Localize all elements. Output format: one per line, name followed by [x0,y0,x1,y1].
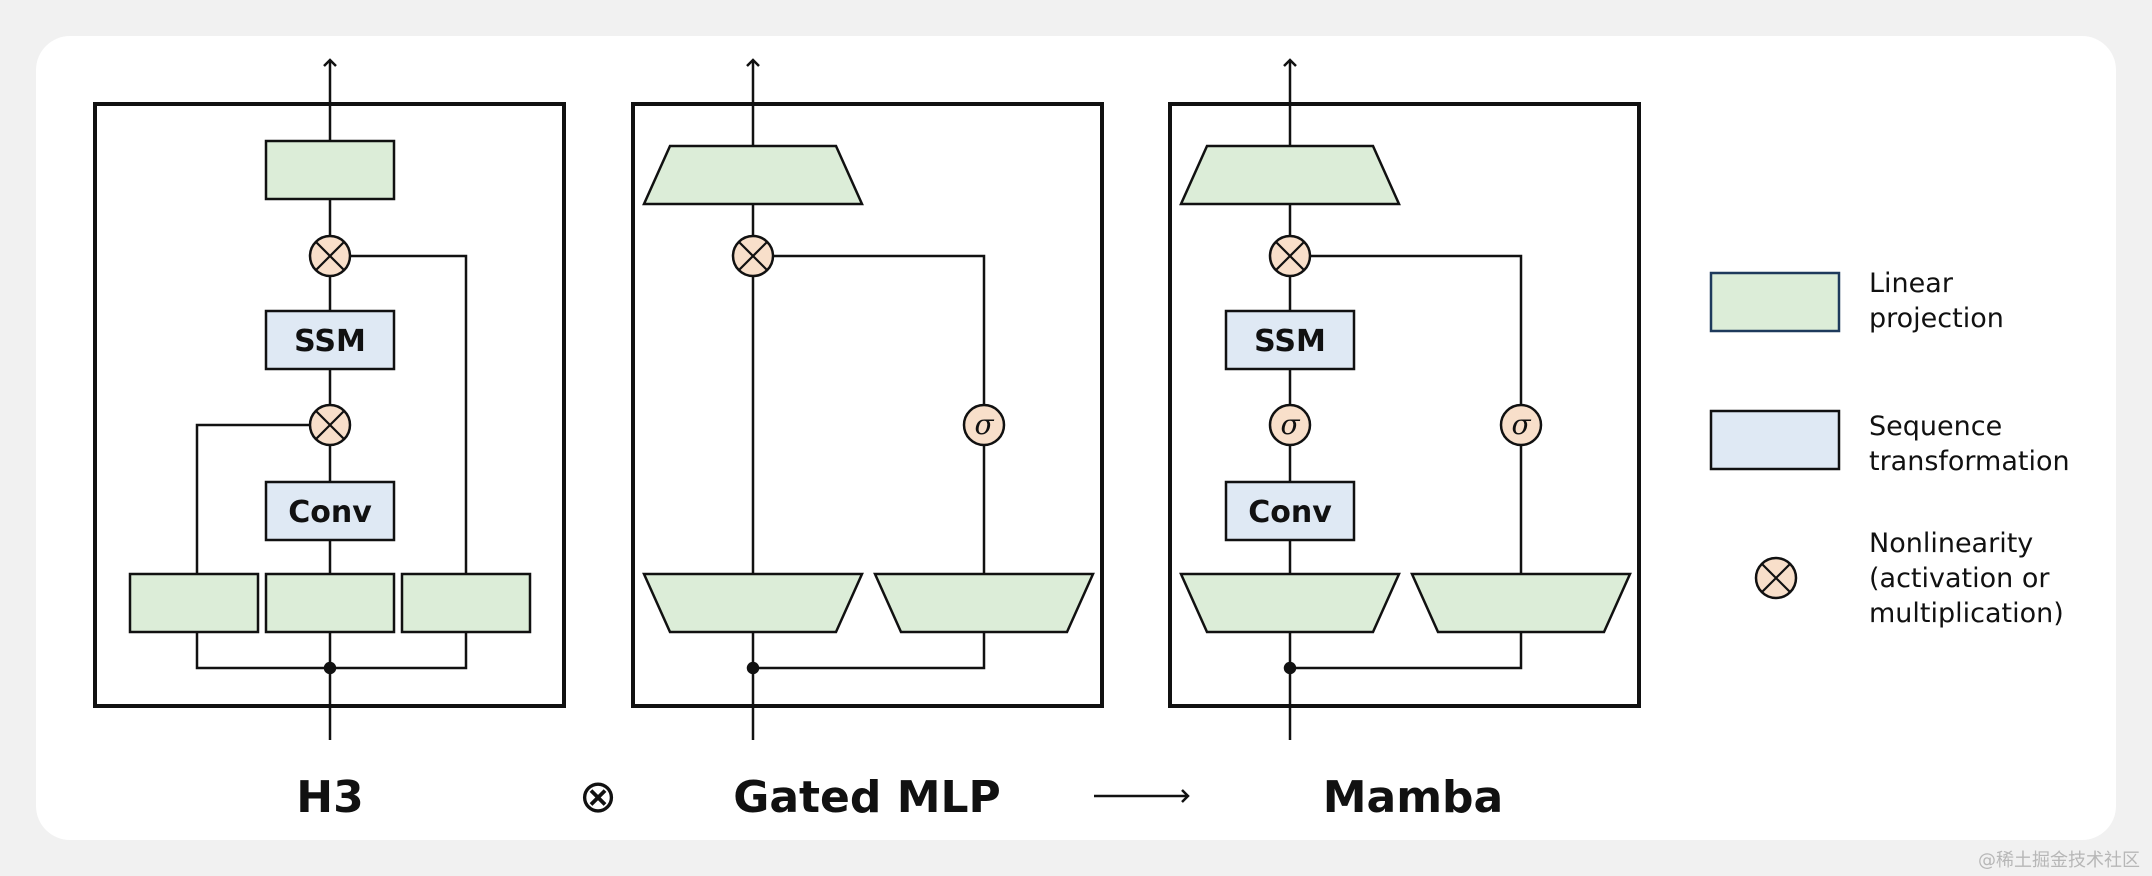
h3-title: H3 [296,772,363,823]
mamba-right-sigma-label: σ [1511,408,1531,441]
legend-linear-swatch [1709,271,1841,333]
multiply-cross-marks [315,241,1305,440]
legend-linear-line2: projection [1869,303,2004,334]
h3-linear-projection-center [264,572,396,634]
mamba-left-sigma-label: σ [1280,408,1300,441]
h3-output-projection [264,139,396,201]
h3-conv-label: Conv [288,495,372,530]
legend-sequence-line2: transformation [1869,446,2070,477]
h3-ssm-box [264,309,396,371]
h3-split-dot [323,661,337,675]
mamba-ssm-label: SSM [1254,324,1326,359]
h3-linear-projection-left [128,572,260,634]
gated-mlp-sigma-label: σ [974,408,994,441]
mamba-gate-path [1310,254,1523,574]
mamba-left-activation-icon [1268,403,1312,447]
mamba-down-projection [1179,144,1401,206]
mamba-up-projection-left [1179,572,1401,634]
gated-mlp-frame [631,102,1104,708]
legend-cross [1761,563,1791,593]
legend: Linear projection Sequence transformatio… [1709,268,2070,629]
gated-mlp-block [631,58,1104,740]
gated-mlp-up-projection-right [873,572,1095,634]
h3-block [93,58,566,740]
gated-mlp-activation-icon [962,403,1006,447]
watermark: @稀土掘金技术社区 [1978,850,2140,871]
h3-ssm-label: SSM [294,324,366,359]
mamba-cross [1275,241,1305,271]
legend-nonlinearity-line2: (activation or [1869,563,2050,594]
mamba-right-activation-icon [1499,403,1543,447]
mamba-input-bus [1290,630,1523,670]
gated-mlp-split-dot [746,661,760,675]
h3-right-skip [350,254,468,574]
gated-mlp-input-bus [753,630,986,670]
h3-left-skip [195,423,310,574]
legend-nonlinearity-line1: Nonlinearity [1869,528,2033,559]
combine-operator-symbol: ⊗ [579,769,618,823]
h3-lower-cross [315,410,345,440]
mamba-title: Mamba [1323,772,1504,823]
gated-mlp-title: Gated MLP [733,772,1001,823]
legend-sequence-swatch [1709,409,1841,471]
mamba-block [1168,58,1641,740]
legend-sequence-line1: Sequence [1869,411,2002,442]
mamba-ssm-box [1224,309,1356,371]
legend-nonlinearity-line3: multiplication) [1869,598,2064,629]
mamba-up-projection-right [1410,572,1632,634]
mamba-conv-label: Conv [1248,495,1332,530]
h3-linear-projection-right [400,572,532,634]
mamba-frame [1168,102,1641,708]
legend-linear-line1: Linear [1869,268,1954,299]
gated-mlp-cross [738,241,768,271]
gated-mlp-down-projection [642,144,864,206]
h3-conv-box [264,480,396,542]
gated-mlp-gate-path [773,254,986,574]
mamba-conv-box [1224,480,1356,542]
gated-mlp-up-projection-left [642,572,864,634]
h3-upper-cross [315,241,345,271]
mamba-split-dot [1283,661,1297,675]
